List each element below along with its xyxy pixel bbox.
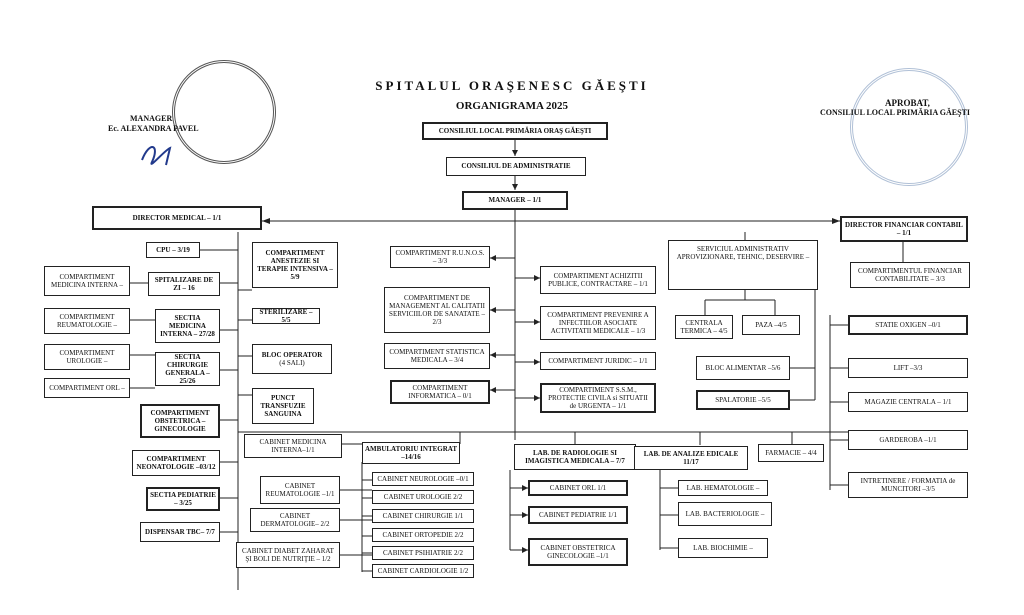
- approved-by: CONSILIUL LOCAL PRIMĂRIA GĂEŞTI: [820, 108, 971, 117]
- box-manager: MANAGER – 1/1: [462, 191, 568, 210]
- box-bloc-alimentar: BLOC ALIMENTAR –5/6: [696, 356, 790, 380]
- box-ssm: COMPARTIMENT S.S.M., PROTECTIE CIVILA si…: [540, 383, 656, 413]
- box-consiliul-local: CONSILIUL LOCAL PRIMĂRIA ORAŞ GĂEŞTI: [422, 122, 608, 140]
- box-comp-obstetrica: COMPARTIMENT OBSTETRICA – GINECOLOGIE: [140, 404, 220, 438]
- box-statistica: COMPARTIMENT STATISTICA MEDICALA – 3/4: [384, 343, 490, 369]
- box-lab-radiologie: LAB. DE RADIOLOGIE SI IMAGISTICA MEDICAL…: [514, 444, 636, 470]
- box-director-medical: DIRECTOR MEDICAL – 1/1: [92, 206, 262, 230]
- box-spitalizare: SPITALIZARE DE ZI – 16: [148, 272, 220, 296]
- box-cab-cardiologie: CABINET CARDIOLOGIE 1/2: [372, 564, 474, 578]
- box-punct-transfuzie: PUNCT TRANSFUZIE SANGUINA: [252, 388, 314, 424]
- box-lab-bacteriologie: LAB. BACTERIOLOGIE –: [678, 502, 772, 526]
- box-lab-biochimie: LAB. BIOCHIMIE –: [678, 538, 768, 558]
- box-sectia-pediatrie: SECTIA PEDIATRIE – 3/25: [146, 487, 220, 511]
- box-comp-reumatologie: COMPARTIMENT REUMATOLOGIE –: [44, 308, 130, 334]
- box-cab-medicina-interna: CABINET MEDICINA INTERNA–1/1: [244, 434, 342, 458]
- box-cab-chirurgie: CABINET CHIRURGIE 1/1: [372, 509, 474, 523]
- box-cab-orl: CABINET ORL 1/1: [528, 480, 628, 496]
- box-cab-dermatologie: CABINET DERMATOLOGIE– 2/2: [250, 508, 340, 532]
- box-comp-neonatologie: COMPARTIMENT NEONATOLOGIE –03/12: [132, 450, 220, 476]
- box-cab-diabet: CABINET DIABET ZAHARAT ŞI BOLI DE NUTRIŢ…: [236, 542, 340, 568]
- box-lab-analize: LAB. DE ANALIZE EDICALE 11/17: [634, 446, 748, 470]
- box-intretinere: INTRETINERE / FORMATIA de MUNCITORI –3/5: [848, 472, 968, 498]
- box-statie-oxigen: STATIE OXIGEN –0/1: [848, 315, 968, 335]
- box-spalatorie: SPALATORIE –5/5: [696, 390, 790, 410]
- manager-name: Ec. ALEXANDRA PAVEL: [108, 124, 199, 133]
- box-bloc-operator: BLOC OPERATOR (4 SALI): [252, 344, 332, 374]
- box-comp-orl: COMPARTIMENT ORL –: [44, 378, 130, 398]
- box-infectii: COMPARTIMENT PREVENIRE A INFECTIILOR ASO…: [540, 306, 656, 340]
- box-sectia-chirurgie: SECTIA CHIRURGIE GENERALA – 25/26: [155, 352, 220, 386]
- box-serviciul-administrativ: SERVICIUL ADMINISTRATIV APROVIZIONARE, T…: [668, 240, 818, 290]
- box-lift: LIFT –3/3: [848, 358, 968, 378]
- box-dispensar: DISPENSAR TBC– 7/7: [140, 522, 220, 542]
- approved-label: APROBAT,: [885, 98, 930, 108]
- box-comp-urologie: COMPARTIMENT UROLOGIE –: [44, 344, 130, 370]
- box-ati: COMPARTIMENT ANESTEZIE SI TERAPIE INTENS…: [252, 242, 338, 288]
- box-director-financiar: DIRECTOR FINANCIAR CONTABIL – 1/1: [840, 216, 968, 242]
- council-stamp: [850, 68, 968, 186]
- page-title: SPITALUL ORAŞENESC GĂEŞTI: [375, 78, 649, 93]
- hospital-stamp: [172, 60, 276, 164]
- box-runos: COMPARTIMENT R.U.N.O.S. – 3/3: [390, 246, 490, 268]
- box-cab-pediatrie: CABINET PEDIATRIE 1/1: [528, 506, 628, 524]
- page-subtitle: ORGANIGRAMA 2025: [455, 100, 569, 112]
- box-centrala-termica: CENTRALA TERMICA – 4/5: [675, 315, 733, 339]
- box-cab-reumatologie: CABINET REUMATOLOGIE –1/1: [260, 476, 340, 504]
- bloc-operator-sali: (4 SALI): [279, 359, 305, 367]
- box-comp-financiar: COMPARTIMENTUL FINANCIAR CONTABILITATE –…: [850, 262, 970, 288]
- box-management-calitate: COMPARTIMENT DE MANAGEMENT AL CALITATII …: [384, 287, 490, 333]
- box-cab-ortopedie: CABINET ORTOPEDIE 2/2: [372, 528, 474, 542]
- box-cab-obstetrica: CABINET OBSTETRICA GINECOLOGIE –1/1: [528, 538, 628, 566]
- box-lab-hematologie: LAB. HEMATOLOGIE –: [678, 480, 768, 496]
- box-juridic: COMPARTIMENT JURIDIC – 1/1: [540, 352, 656, 370]
- box-paza: PAZA –4/5: [742, 315, 800, 335]
- box-informatica: COMPARTIMENT INFORMATICA – 0/1: [390, 380, 490, 404]
- box-garderoba: GARDEROBA –1/1: [848, 430, 968, 450]
- box-sterilizare: STERILIZARE – 5/5: [252, 308, 320, 324]
- box-achizitii: COMPARTIMENT ACHIZITII PUBLICE, CONTRACT…: [540, 266, 656, 294]
- box-comp-medicina-interna: COMPARTIMENT MEDICINA INTERNA –: [44, 266, 130, 296]
- box-cab-urologie: CABINET UROLOGIE 2/2: [372, 490, 474, 504]
- bloc-operator-label: BLOC OPERATOR: [261, 350, 323, 359]
- box-ambulatoriu: AMBULATORIU INTEGRAT –14/16: [362, 442, 460, 464]
- box-cab-psihiatrie: CABINET PSIHIATRIE 2/2: [372, 546, 474, 560]
- box-magazie: MAGAZIE CENTRALA – 1/1: [848, 392, 968, 412]
- box-cpu: CPU – 3/19: [146, 242, 200, 258]
- box-consiliul-administratie: CONSILIUL DE ADMINISTRATIE: [446, 157, 586, 176]
- manager-role: MANAGER: [130, 114, 173, 123]
- box-cab-neurologie: CABINET NEUROLOGIE –0/1: [372, 472, 474, 486]
- box-farmacie: FARMACIE – 4/4: [758, 444, 824, 462]
- box-sectia-interna: SECTIA MEDICINA INTERNA – 27/28: [155, 309, 220, 343]
